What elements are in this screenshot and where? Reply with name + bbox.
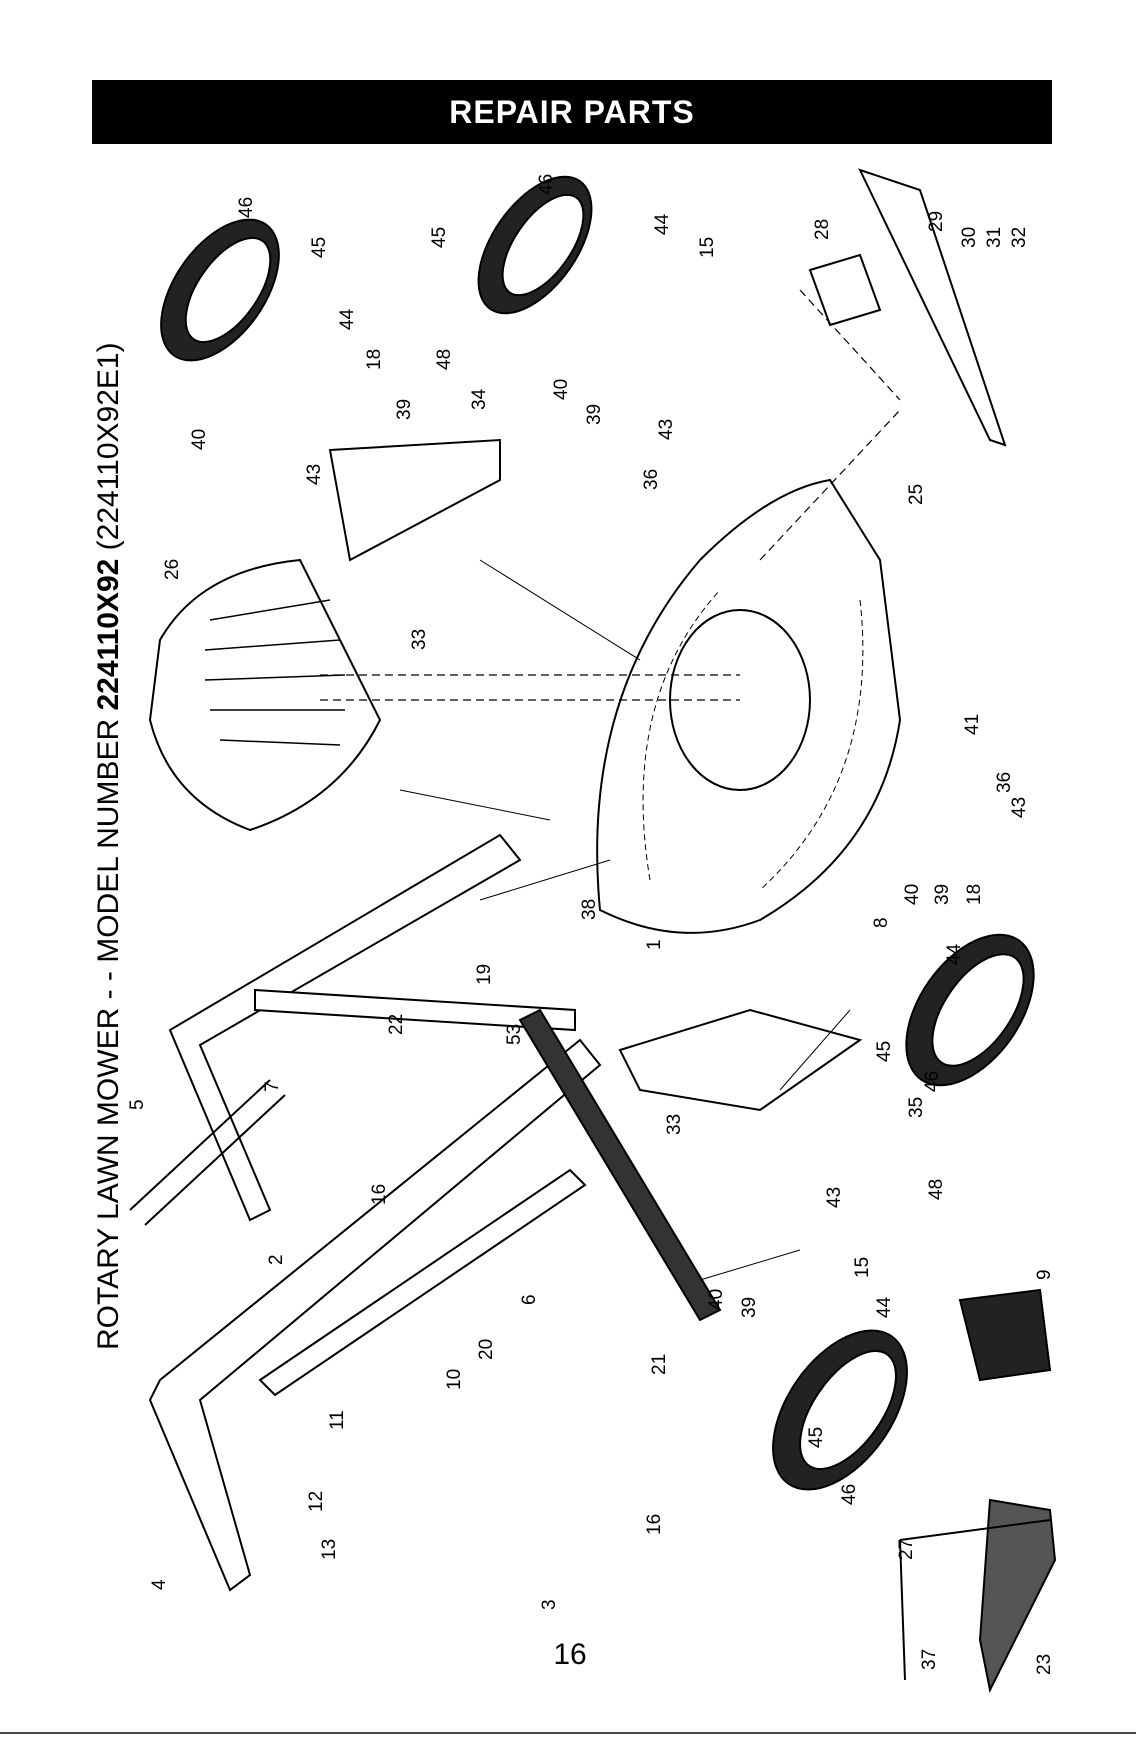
callout: 40 bbox=[189, 429, 210, 450]
callout: 18 bbox=[364, 349, 385, 370]
callout: 1 bbox=[644, 939, 665, 950]
callout: 16 bbox=[644, 1514, 665, 1535]
callout: 25 bbox=[906, 484, 927, 505]
callout: 48 bbox=[926, 1179, 947, 1200]
callout: 46 bbox=[236, 197, 257, 218]
callout: 31 bbox=[984, 227, 1005, 248]
callout: 40 bbox=[902, 884, 923, 905]
callout: 43 bbox=[1009, 797, 1030, 818]
callout: 53 bbox=[504, 1024, 525, 1045]
part-callouts: 46 45 44 18 39 40 43 48 34 46 45 44 15 4… bbox=[127, 174, 1055, 1675]
callout: 43 bbox=[656, 419, 677, 440]
callout: 32 bbox=[1009, 227, 1030, 248]
callout: 30 bbox=[959, 227, 980, 248]
callout: 8 bbox=[871, 917, 892, 928]
callout: 40 bbox=[706, 1289, 727, 1310]
callout: 22 bbox=[386, 1014, 407, 1035]
callout: 2 bbox=[266, 1254, 287, 1265]
callout: 10 bbox=[444, 1369, 465, 1390]
callout: 45 bbox=[429, 227, 450, 248]
callout: 36 bbox=[994, 772, 1015, 793]
callout: 40 bbox=[551, 379, 572, 400]
callout: 20 bbox=[476, 1339, 497, 1360]
callout: 26 bbox=[162, 559, 183, 580]
callout: 44 bbox=[874, 1296, 895, 1318]
callout: 39 bbox=[584, 404, 605, 425]
callout: 46 bbox=[839, 1484, 860, 1505]
callout: 33 bbox=[409, 629, 430, 650]
callout: 45 bbox=[874, 1041, 895, 1062]
callout: 46 bbox=[922, 1071, 943, 1092]
callout: 45 bbox=[806, 1427, 827, 1448]
callout: 4 bbox=[149, 1579, 170, 1590]
callout: 19 bbox=[474, 964, 495, 985]
mower-deck bbox=[597, 480, 900, 933]
callout: 15 bbox=[852, 1257, 873, 1278]
callout: 3 bbox=[539, 1599, 560, 1610]
height-adjuster-front-left bbox=[620, 1010, 860, 1110]
callout: 27 bbox=[896, 1539, 917, 1560]
callout: 6 bbox=[519, 1294, 540, 1305]
callout: 37 bbox=[919, 1649, 940, 1670]
callout: 7 bbox=[262, 1081, 283, 1092]
diagram-artwork bbox=[130, 157, 1060, 1690]
callout: 9 bbox=[1034, 1269, 1055, 1280]
callout: 38 bbox=[579, 899, 600, 920]
mulch-plug bbox=[960, 1290, 1050, 1380]
engine bbox=[150, 560, 380, 830]
bottom-divider bbox=[0, 1732, 1136, 1734]
callout: 11 bbox=[327, 1410, 348, 1430]
callout: 16 bbox=[369, 1184, 390, 1205]
callout: 13 bbox=[319, 1539, 340, 1560]
callout: 34 bbox=[469, 388, 490, 410]
callout: 41 bbox=[962, 714, 983, 735]
callout: 44 bbox=[652, 213, 673, 235]
callout: 21 bbox=[649, 1354, 670, 1375]
callout: 35 bbox=[906, 1097, 927, 1118]
callout: 48 bbox=[434, 349, 455, 370]
callout: 29 bbox=[926, 211, 947, 232]
callout: 43 bbox=[824, 1187, 845, 1208]
callout: 5 bbox=[127, 1099, 148, 1110]
callout: 18 bbox=[964, 884, 985, 905]
height-adjuster-front-right bbox=[330, 440, 500, 560]
callout: 12 bbox=[306, 1491, 327, 1512]
callout: 44 bbox=[337, 308, 358, 330]
blade-adapter bbox=[810, 255, 880, 325]
callout: 15 bbox=[697, 237, 718, 258]
callout: 28 bbox=[812, 219, 833, 240]
callout: 46 bbox=[536, 174, 557, 195]
callout: 33 bbox=[664, 1114, 685, 1135]
page-number: 16 bbox=[540, 1638, 600, 1672]
callout: 36 bbox=[641, 469, 662, 490]
callout: 44 bbox=[944, 943, 965, 965]
callout: 23 bbox=[1034, 1654, 1055, 1675]
callout: 43 bbox=[304, 464, 325, 485]
callout: 45 bbox=[309, 237, 330, 258]
callout: 39 bbox=[394, 399, 415, 420]
callout: 39 bbox=[932, 884, 953, 905]
callout: 39 bbox=[739, 1297, 760, 1318]
